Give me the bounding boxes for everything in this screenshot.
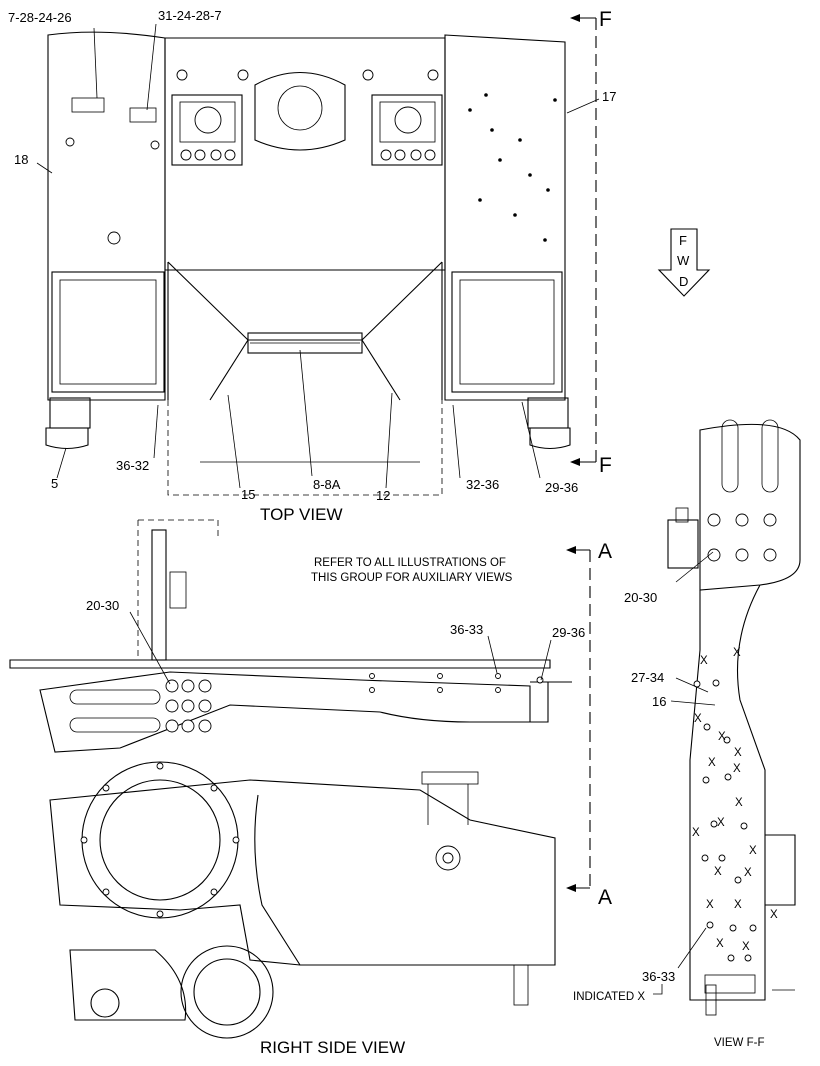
section-letter-f-top: F <box>599 8 612 31</box>
x-mark: X <box>694 713 702 725</box>
section-letter-f-bottom: F <box>599 454 612 477</box>
x-mark: X <box>706 899 714 911</box>
x-mark: X <box>717 817 725 829</box>
callout-8-8a: 8-8A <box>313 477 341 492</box>
fwd-letter-f: F <box>679 233 687 248</box>
indicated-x-label: INDICATED X <box>573 991 645 1003</box>
x-mark: X <box>716 938 724 950</box>
callout-20-30: 20-30 <box>86 598 119 613</box>
x-mark: X <box>718 731 726 743</box>
fwd-letter-w: W <box>677 253 690 268</box>
callout-36-32: 36-32 <box>116 458 149 473</box>
callout-36-33: 36-33 <box>450 622 483 637</box>
callout-31-24-28-7: 31-24-28-7 <box>158 8 222 23</box>
callout-16: 16 <box>652 694 666 709</box>
x-mark: X <box>735 797 743 809</box>
callout-29-36: 29-36 <box>545 480 578 495</box>
x-mark: X <box>734 899 742 911</box>
callout-20-30-ff: 20-30 <box>624 590 657 605</box>
refer-note-line2: THIS GROUP FOR AUXILIARY VIEWS <box>311 572 513 584</box>
section-letter-a-bottom: A <box>598 886 612 909</box>
callout-15: 15 <box>241 487 255 502</box>
x-mark: X <box>733 647 741 659</box>
callout-18: 18 <box>14 152 28 167</box>
callout-5: 5 <box>51 476 58 491</box>
callout-36-33-ff: 36-33 <box>642 969 675 984</box>
callout-27-34: 27-34 <box>631 670 664 685</box>
view-f-f: X X X X X X X X X X X X X X X X X X 20-3… <box>573 419 801 1049</box>
x-mark: X <box>734 747 742 759</box>
x-mark: X <box>692 827 700 839</box>
forward-arrow: F W D <box>657 228 711 297</box>
x-mark: X <box>708 757 716 769</box>
section-letter-a-top: A <box>598 540 612 563</box>
callout-7-28-24-26: 7-28-24-26 <box>8 10 72 25</box>
x-mark: X <box>770 909 778 921</box>
x-mark: X <box>700 655 708 667</box>
x-mark: X <box>742 941 750 953</box>
callout-12: 12 <box>376 488 390 503</box>
view-ff-title: VIEW F-F <box>714 1037 764 1049</box>
top-view: F F 7-28-24-26 31-24-28-7 18 17 5 36-32 … <box>8 8 616 524</box>
refer-note-line1: REFER TO ALL ILLUSTRATIONS OF <box>314 557 506 569</box>
fwd-letter-d: D <box>679 274 688 289</box>
callout-17: 17 <box>602 89 616 104</box>
top-view-title: TOP VIEW <box>260 505 343 524</box>
side-view-title: RIGHT SIDE VIEW <box>260 1038 405 1057</box>
callout-32-36: 32-36 <box>466 477 499 492</box>
x-mark: X <box>714 866 722 878</box>
x-mark: X <box>733 763 741 775</box>
x-mark: X <box>744 867 752 879</box>
callout-29-36: 29-36 <box>552 625 585 640</box>
x-mark: X <box>749 845 757 857</box>
right-side-view: A A REFER TO ALL ILLUSTRATIONS OF THIS G… <box>9 519 612 1057</box>
